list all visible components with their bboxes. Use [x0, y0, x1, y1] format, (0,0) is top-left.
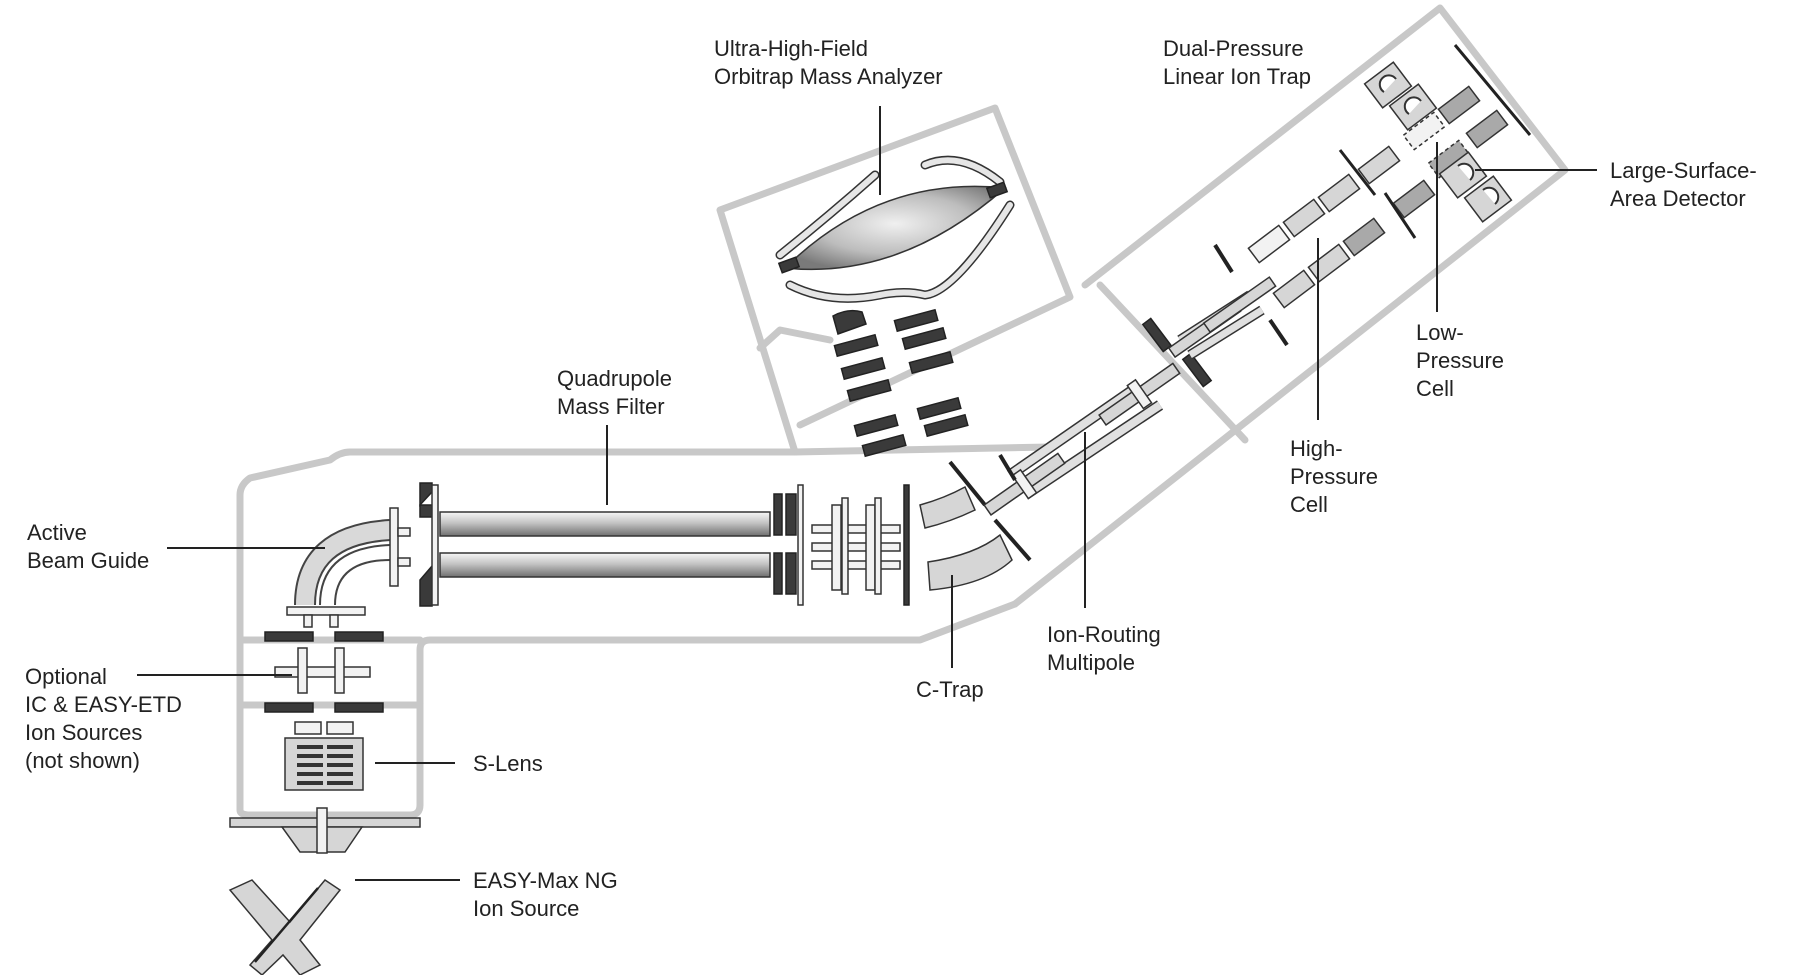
label-line: EASY-Max NG: [473, 868, 618, 893]
label-optional-sources: Optional IC & EASY-ETD Ion Sources (not …: [25, 664, 188, 773]
quadrupole-mass-filter: [419, 482, 804, 607]
orbitrap-analyzer: [775, 155, 1015, 303]
ion-routing-multipole: [983, 317, 1213, 516]
label-line: Multipole: [1047, 650, 1135, 675]
detector-bottom: [1438, 151, 1513, 223]
label-line: Dual-Pressure: [1163, 36, 1304, 61]
label-line: Pressure: [1416, 348, 1504, 373]
label-line: Pressure: [1290, 464, 1378, 489]
label-detector: Large-Surface- Area Detector: [1610, 158, 1763, 211]
label-line: (not shown): [25, 748, 140, 773]
label-orbitrap: Ultra-High-Field Orbitrap Mass Analyzer: [714, 36, 943, 89]
active-beam-guide: [286, 507, 411, 628]
quadrupole-rod-bottom: [439, 552, 771, 578]
label-line: Linear Ion Trap: [1163, 64, 1311, 89]
optional-source-section: [264, 631, 384, 713]
label-line: Area Detector: [1610, 186, 1746, 211]
orbitrap-ion-optics: [832, 308, 969, 458]
label-s-lens: S-Lens: [473, 751, 543, 776]
label-line: S-Lens: [473, 751, 543, 776]
label-line: Orbitrap Mass Analyzer: [714, 64, 943, 89]
c-trap: [919, 460, 1032, 591]
label-line: High-: [1290, 436, 1343, 461]
label-line: Beam Guide: [27, 548, 149, 573]
label-high-pressure-cell: High- Pressure Cell: [1290, 436, 1384, 517]
transfer-tube: [316, 807, 328, 854]
s-lens-exit-left: [294, 721, 322, 735]
label-line: Large-Surface-: [1610, 158, 1757, 183]
label-line: Ion Sources: [25, 720, 142, 745]
label-line: Mass Filter: [557, 394, 665, 419]
divider: [1096, 281, 1249, 444]
label-line: Low-: [1416, 320, 1464, 345]
s-lens-assembly: [284, 721, 364, 791]
label-line: Cell: [1416, 376, 1454, 401]
quadrupole-rod-top: [439, 511, 771, 537]
linear-ion-trap: [1247, 44, 1532, 309]
label-beam-guide: Active Beam Guide: [27, 520, 149, 573]
label-line: Ion Source: [473, 896, 579, 921]
label-line: IC & EASY-ETD: [25, 692, 182, 717]
label-low-pressure-cell: Low- Pressure Cell: [1416, 320, 1510, 401]
label-line: Active: [27, 520, 87, 545]
c-trap-electrode-top: [919, 485, 976, 529]
label-quadrupole: Quadrupole Mass Filter: [557, 366, 678, 419]
ion-trap-entrance-multipole: [1167, 243, 1289, 360]
label-ion-routing: Ion-Routing Multipole: [1047, 622, 1167, 675]
label-ion-source: EASY-Max NG Ion Source: [473, 868, 624, 921]
spray-needle: [254, 887, 319, 963]
label-line: C-Trap: [916, 677, 984, 702]
c-trap-electrode-bottom: [927, 533, 1013, 591]
detector-top: [1363, 61, 1438, 131]
s-lens-exit-right: [326, 721, 354, 735]
ion-source-assembly: [228, 807, 421, 977]
label-line: Cell: [1290, 492, 1328, 517]
label-c-trap: C-Trap: [916, 677, 984, 702]
instrument-housing: [236, 4, 1569, 819]
label-line: Quadrupole: [557, 366, 672, 391]
label-line: Ultra-High-Field: [714, 36, 868, 61]
label-line: Ion-Routing: [1047, 622, 1161, 647]
label-ion-trap: Dual-Pressure Linear Ion Trap: [1163, 36, 1311, 89]
label-line: Optional: [25, 664, 107, 689]
transfer-multipole: [811, 484, 910, 606]
leader-lines: [137, 106, 1597, 881]
